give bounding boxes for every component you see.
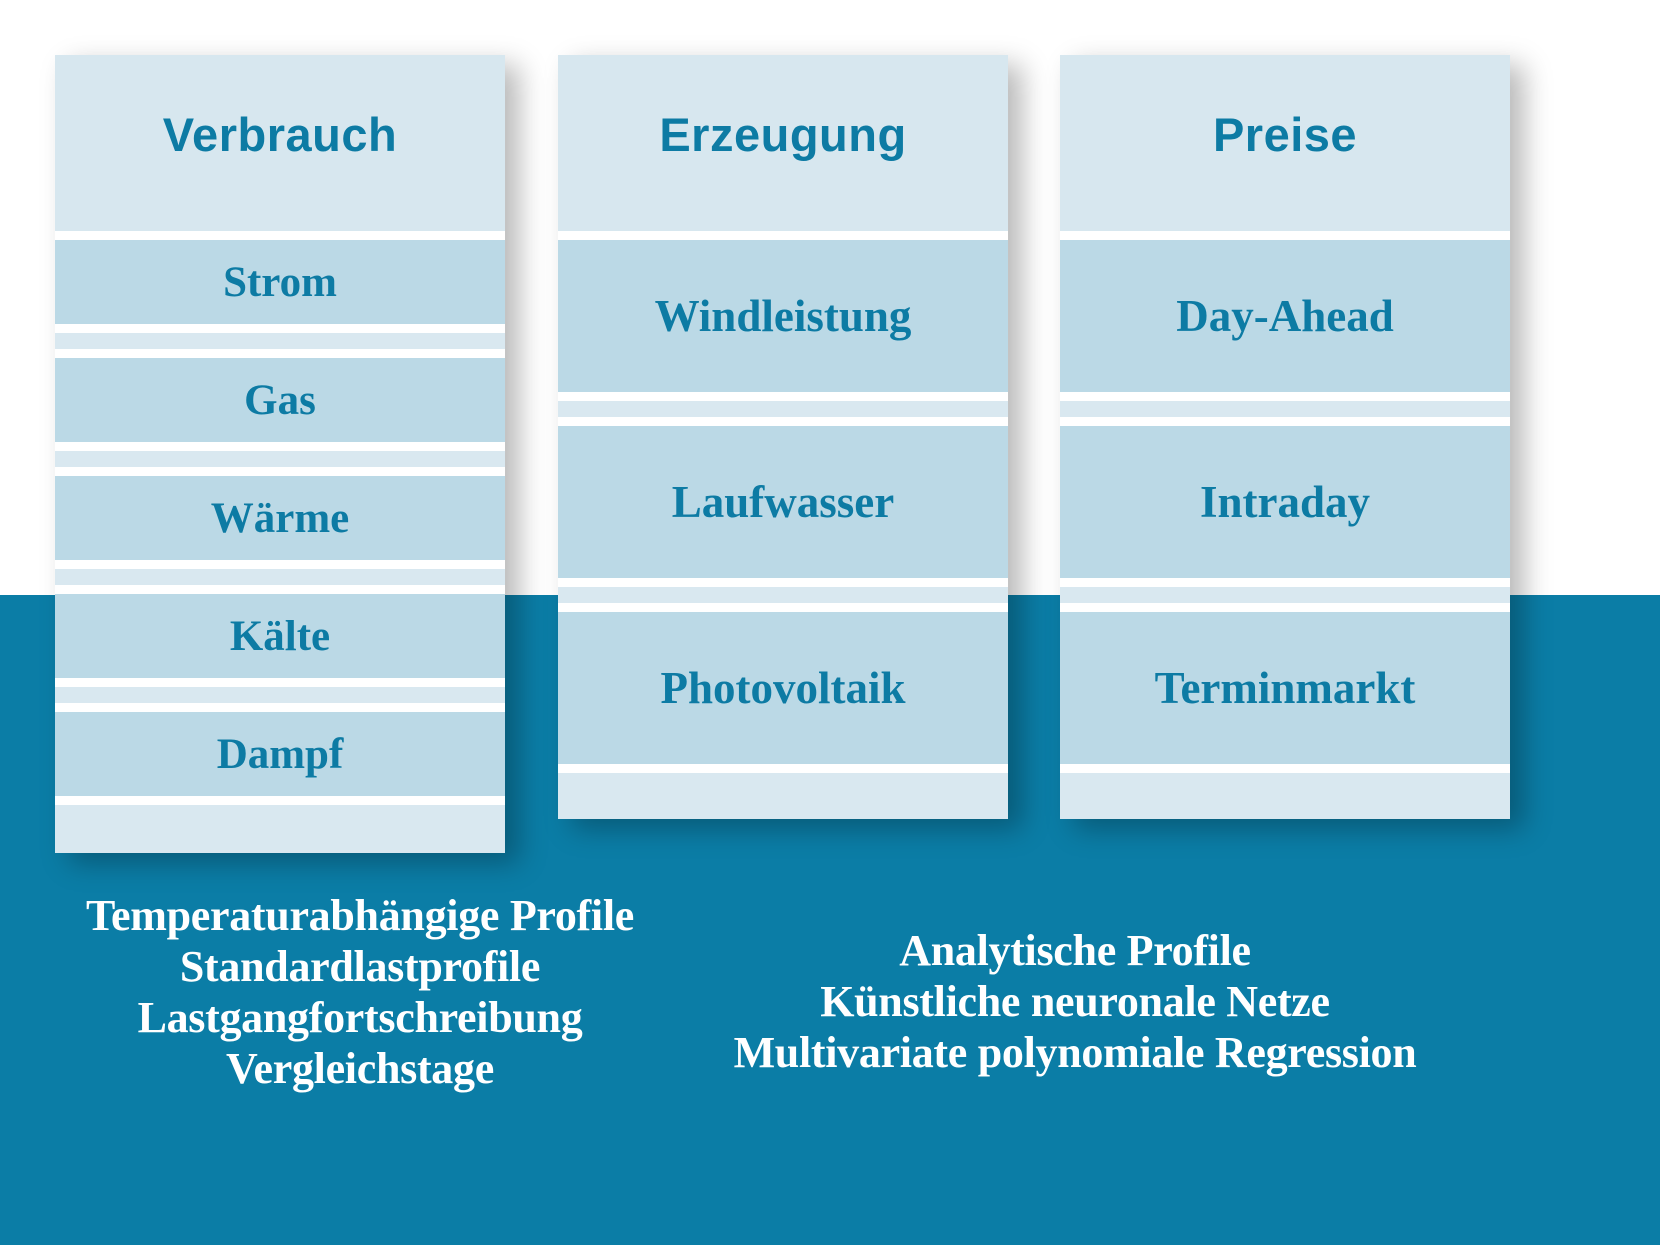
separator: [55, 703, 505, 712]
separator: [1060, 392, 1510, 401]
separator: [1060, 764, 1510, 773]
card-title: Verbrauch: [162, 107, 398, 161]
separator: [55, 796, 505, 805]
list-item-label: Laufwasser: [671, 476, 895, 527]
separator-tint: [1060, 587, 1510, 603]
caption-line: Analytische Profile: [899, 926, 1251, 975]
caption-left-methods: Temperaturabhängige Profile Standardlast…: [40, 890, 680, 1094]
list-item[interactable]: Laufwasser: [558, 426, 1008, 578]
list-item[interactable]: Kälte: [55, 594, 505, 678]
list-item[interactable]: Terminmarkt: [1060, 612, 1510, 764]
list-item[interactable]: Windleistung: [558, 240, 1008, 392]
separator: [558, 392, 1008, 401]
card-footer-strip: [1060, 773, 1510, 819]
separator: [55, 585, 505, 594]
separator: [55, 678, 505, 687]
separator: [558, 231, 1008, 240]
list-item-label: Terminmarkt: [1154, 662, 1416, 713]
caption-line: Temperaturabhängige Profile: [86, 891, 634, 940]
separator-tint: [55, 569, 505, 585]
separator: [55, 442, 505, 451]
separator: [55, 467, 505, 476]
separator: [1060, 231, 1510, 240]
separator: [55, 324, 505, 333]
separator: [1060, 578, 1510, 587]
caption-right-methods: Analytische Profile Künstliche neuronale…: [640, 925, 1510, 1078]
separator: [55, 349, 505, 358]
category-card-preise[interactable]: Preise Day-Ahead Intraday Terminmarkt: [1060, 55, 1510, 819]
caption-line: Multivariate polynomiale Regression: [733, 1028, 1417, 1078]
list-item[interactable]: Photovoltaik: [558, 612, 1008, 764]
separator-tint: [558, 401, 1008, 417]
list-item[interactable]: Gas: [55, 358, 505, 442]
list-item-label: Windleistung: [654, 290, 912, 341]
separator: [558, 417, 1008, 426]
card-title: Preise: [1212, 107, 1358, 161]
list-item-label: Day-Ahead: [1176, 290, 1394, 341]
separator-tint: [1060, 401, 1510, 417]
separator-tint: [55, 333, 505, 349]
separator-tint: [558, 587, 1008, 603]
list-item-label: Kälte: [229, 612, 331, 660]
caption-line: Künstliche neuronale Netze: [820, 977, 1330, 1027]
category-card-verbrauch[interactable]: Verbrauch Strom Gas Wärme Kälte: [55, 55, 505, 853]
separator: [1060, 417, 1510, 426]
list-item-label: Strom: [223, 258, 337, 306]
separator: [558, 764, 1008, 773]
list-item-label: Dampf: [216, 730, 344, 778]
list-item-label: Gas: [244, 376, 316, 424]
separator: [558, 578, 1008, 587]
card-header-preise: Preise: [1060, 55, 1510, 231]
list-item-label: Photovoltaik: [660, 662, 906, 713]
list-item-label: Wärme: [210, 494, 350, 542]
card-footer-strip: [55, 805, 505, 853]
card-footer-strip: [558, 773, 1008, 819]
list-item-label: Intraday: [1199, 476, 1371, 527]
list-item[interactable]: Dampf: [55, 712, 505, 796]
separator: [55, 231, 505, 240]
list-item[interactable]: Intraday: [1060, 426, 1510, 578]
card-header-verbrauch: Verbrauch: [55, 55, 505, 231]
separator-tint: [55, 451, 505, 467]
separator: [1060, 603, 1510, 612]
card-group: Verbrauch Strom Gas Wärme Kälte: [55, 55, 1510, 853]
caption-line: Vergleichstage: [226, 1044, 494, 1094]
list-item[interactable]: Day-Ahead: [1060, 240, 1510, 392]
separator: [55, 560, 505, 569]
caption-line: Standardlastprofile: [179, 942, 541, 992]
card-title: Erzeugung: [659, 107, 907, 161]
category-card-erzeugung[interactable]: Erzeugung Windleistung Laufwasser Photov…: [558, 55, 1008, 819]
separator: [558, 603, 1008, 612]
card-header-erzeugung: Erzeugung: [558, 55, 1008, 231]
caption-line: Lastgangfortschreibung: [137, 993, 583, 1043]
list-item[interactable]: Wärme: [55, 476, 505, 560]
separator-tint: [55, 687, 505, 703]
list-item[interactable]: Strom: [55, 240, 505, 324]
